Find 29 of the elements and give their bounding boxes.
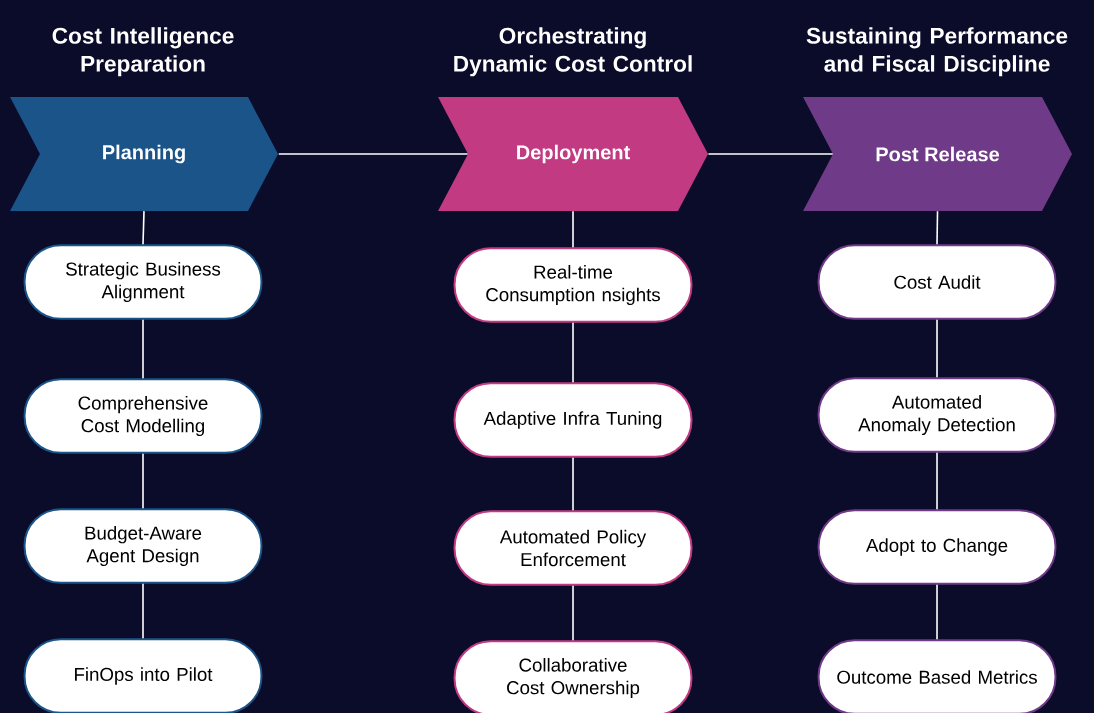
step-pill: Strategic Business Alignment — [23, 244, 263, 320]
step-pill: Real-time Consumption nsights — [453, 247, 693, 323]
connector-line — [572, 210, 574, 248]
connector-line — [936, 210, 939, 245]
step-pill: Collaborative Cost Ownership — [453, 640, 693, 713]
step-pill: Comprehensive Cost Modelling — [23, 378, 263, 454]
step-pill: Outcome Based Metrics — [817, 639, 1057, 713]
connector-line — [142, 319, 144, 379]
connector-line — [936, 584, 938, 640]
column-heading: Orchestrating Dynamic Cost Control — [454, 27, 692, 77]
connector-line — [572, 457, 574, 511]
step-pill: Automated Policy Enforcement — [453, 510, 693, 586]
connector-line — [572, 322, 574, 383]
step-pill: Adaptive Infra Tuning — [453, 382, 693, 458]
column-heading: Cost Intelligence Preparation — [52, 27, 234, 77]
connector-line — [707, 153, 834, 155]
step-pill: Automated Anomaly Detection — [817, 377, 1057, 453]
step-pill: Cost Audit — [817, 244, 1057, 320]
connector-line — [572, 585, 574, 641]
connector-line — [142, 453, 144, 509]
connector-line — [277, 153, 469, 155]
step-pill: FinOps into Pilot — [23, 638, 263, 713]
connector-line — [936, 452, 938, 510]
step-pill: Adopt to Change — [817, 509, 1057, 585]
connector-line — [142, 583, 144, 639]
connector-line — [936, 319, 938, 378]
connector-line — [142, 210, 145, 245]
column-heading: Sustaining Performance and Fiscal Discipline — [806, 27, 1068, 77]
step-pill: Budget-Aware Agent Design — [23, 508, 263, 584]
